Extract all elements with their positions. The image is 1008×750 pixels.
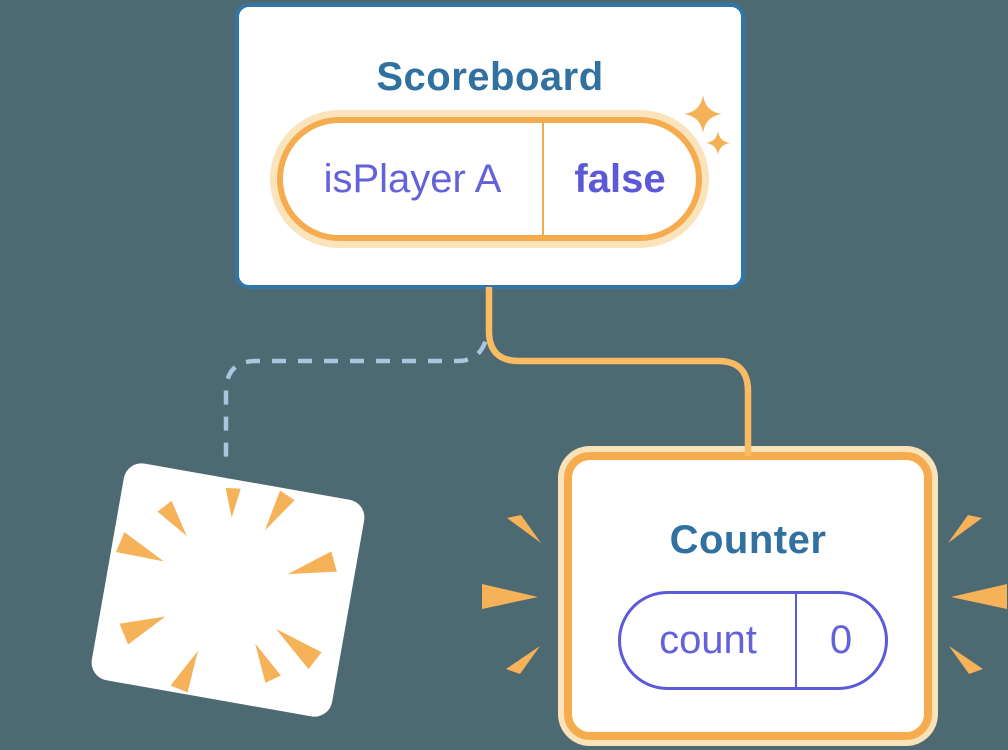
- counter-component-card: Counter count 0: [564, 452, 932, 740]
- poof-burst-icon: [115, 488, 337, 693]
- state-name: count: [659, 618, 757, 662]
- counter-connector-line: [485, 287, 752, 456]
- scoreboard-component-card: Scoreboard isPlayer A false: [235, 3, 745, 289]
- state-value: false: [574, 156, 666, 201]
- removed-connector-dashed-line: [223, 315, 492, 468]
- state-value: 0: [829, 618, 853, 662]
- emphasis-rays-icon: [482, 515, 541, 674]
- sparkle-icon: [706, 131, 730, 155]
- pill-divider: [795, 594, 797, 687]
- sparkle-icon: [684, 95, 722, 133]
- counter-title: Counter: [669, 518, 827, 562]
- removed-component-card: [88, 460, 368, 720]
- state-name: isPlayer A: [323, 156, 502, 201]
- emphasis-rays-icon: [948, 515, 1007, 674]
- pill-divider: [542, 123, 544, 235]
- scoreboard-title: Scoreboard: [376, 55, 604, 99]
- scoreboard-state-pill: isPlayer A false: [277, 117, 702, 241]
- counter-state-pill: count 0: [618, 591, 888, 690]
